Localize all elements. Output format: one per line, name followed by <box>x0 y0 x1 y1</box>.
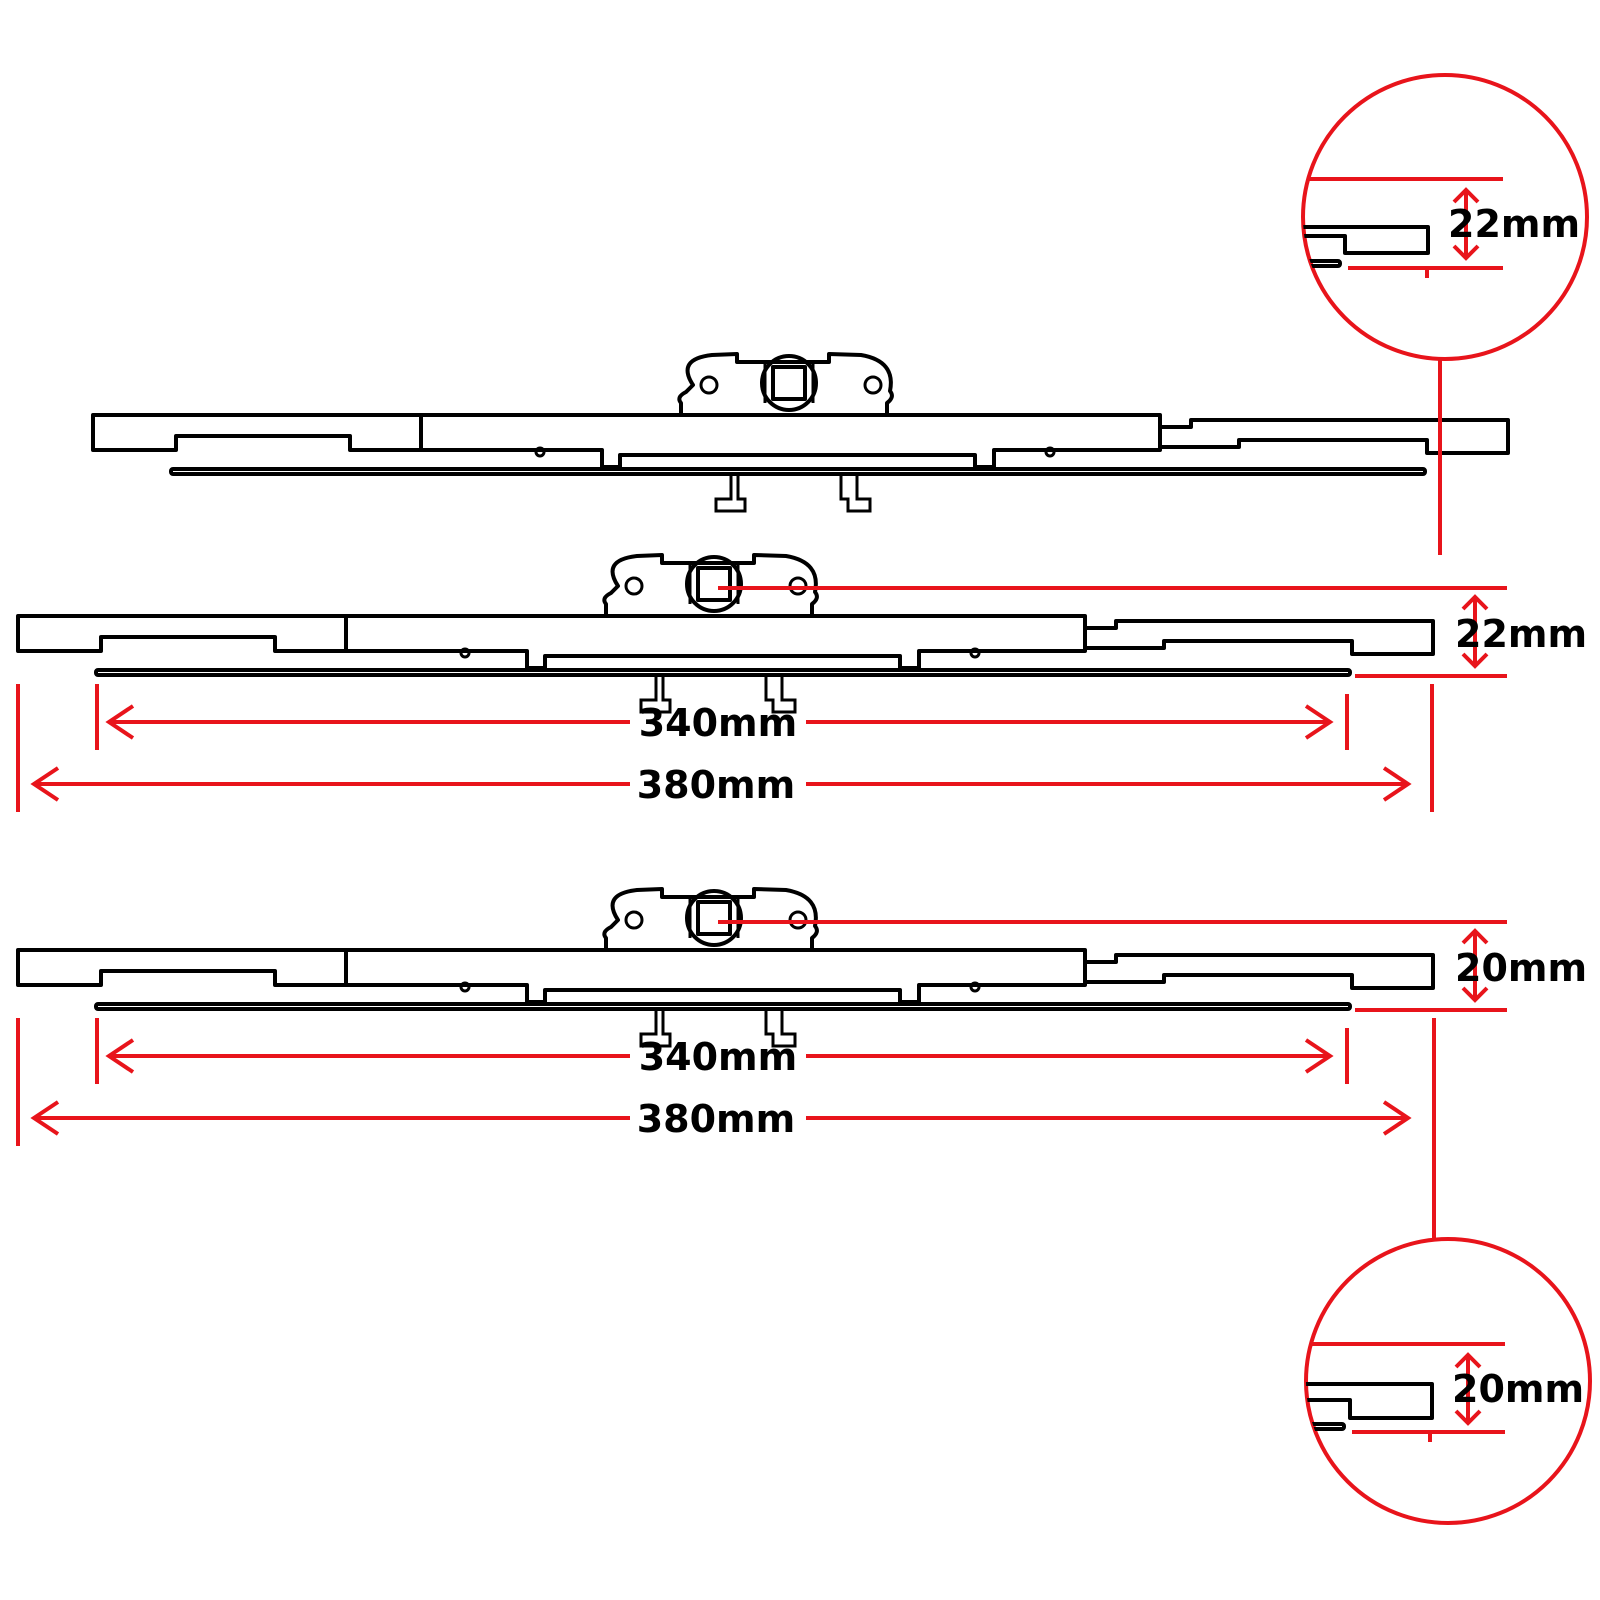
zoom-bottom-height-label: 20mm <box>1452 1367 1584 1411</box>
dimension-group-2: 22mm 340mm 380mm <box>16 586 1587 812</box>
inner-length-label: 340mm <box>639 1035 798 1079</box>
outer-length-label: 380mm <box>637 1097 796 1141</box>
espag-assembly-3 <box>16 887 1435 1048</box>
zoom-detail-bottom: 20mm <box>1304 1237 1592 1525</box>
inner-length-label: 340mm <box>639 701 798 745</box>
height-label-22mm: 22mm <box>1455 612 1587 656</box>
espag-assembly-1 <box>91 352 1510 513</box>
outer-length-label: 380mm <box>637 763 796 807</box>
dimension-group-3: 20mm 340mm 380mm <box>16 920 1587 1146</box>
zoom-top-height-label: 22mm <box>1448 202 1580 246</box>
height-label-20mm: 20mm <box>1455 946 1587 990</box>
espag-assembly-2 <box>16 553 1435 714</box>
zoom-detail-top: 22mm <box>1301 73 1589 361</box>
